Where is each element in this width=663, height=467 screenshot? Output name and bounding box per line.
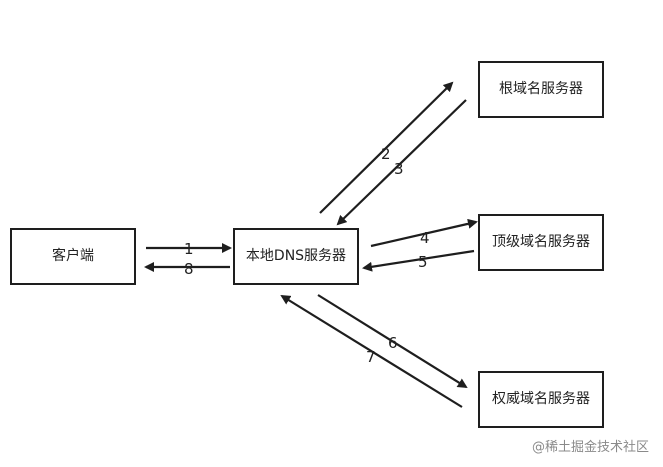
step-label-8: 8 [184,260,194,278]
local-dns-box: 本地DNS服务器 [233,228,359,285]
arrow-step-7 [280,294,463,408]
arrow-step-4 [370,218,478,248]
tld-dns-label: 顶级域名服务器 [492,234,590,250]
arrow-step-2 [319,81,454,214]
watermark: @稀土掘金技术社区 [531,440,649,455]
arrow-step-5 [362,249,475,272]
step-label-4: 4 [420,229,430,247]
step-label-5: 5 [418,253,428,271]
authoritative-dns-box: 权威域名服务器 [478,371,604,428]
authoritative-dns-label: 权威域名服务器 [492,391,590,407]
arrow-step-3 [336,99,467,226]
arrow-step-6 [317,294,468,389]
client-label: 客户端 [52,248,94,264]
root-dns-label: 根域名服务器 [499,81,583,97]
step-label-7: 7 [366,348,376,366]
client-box: 客户端 [10,228,136,285]
step-label-6: 6 [388,334,398,352]
step-label-3: 3 [394,160,404,178]
step-label-1: 1 [184,240,194,258]
step-label-2: 2 [381,145,391,163]
root-dns-box: 根域名服务器 [478,61,604,118]
tld-dns-box: 顶级域名服务器 [478,214,604,271]
local-dns-label: 本地DNS服务器 [245,248,347,264]
